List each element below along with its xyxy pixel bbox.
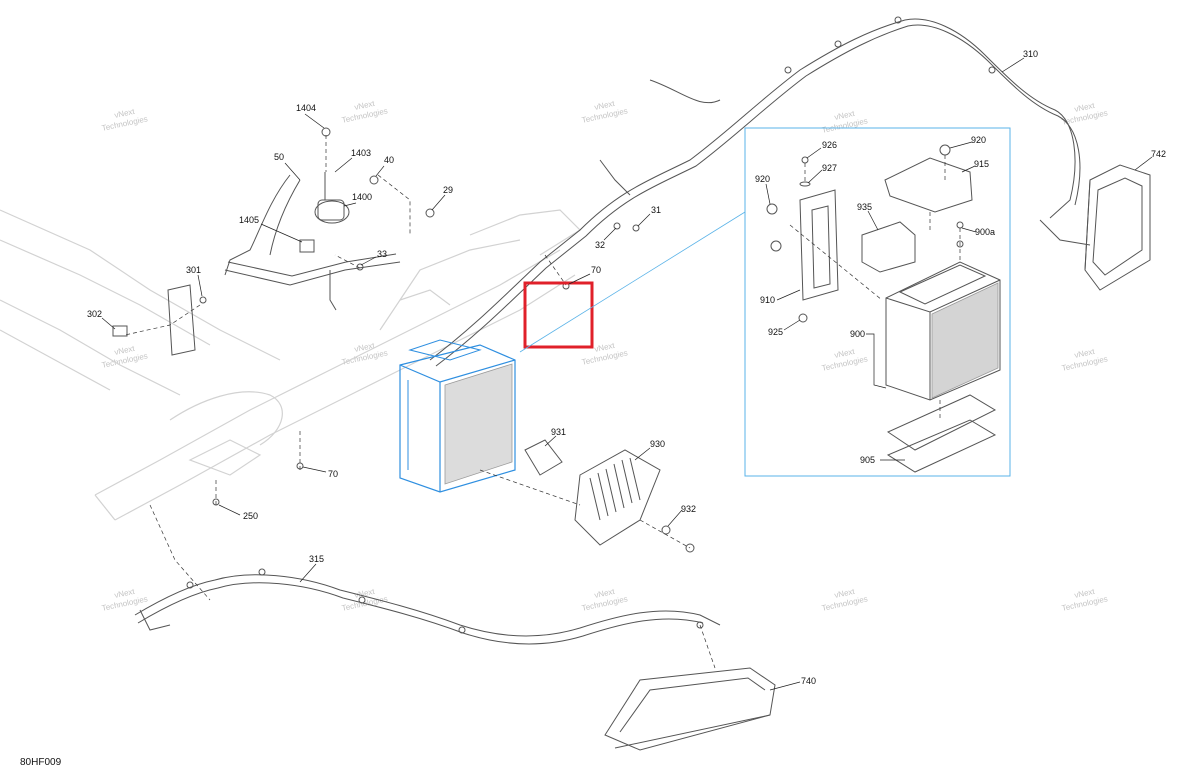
- figure-id: 80HF009: [20, 757, 62, 768]
- svg-text:vNext: vNext: [1074, 101, 1097, 114]
- harness-upper-left: [224, 127, 435, 311]
- lamp-740: [604, 667, 776, 751]
- callout-31: 31: [651, 205, 661, 215]
- svg-text:vNext: vNext: [354, 587, 377, 600]
- callout-927: 927: [822, 163, 837, 173]
- callout-1400: 1400: [352, 192, 372, 202]
- callout-926: 926: [822, 140, 837, 150]
- detail-parts: [766, 144, 1001, 473]
- callout-900: 900: [850, 329, 865, 339]
- callout-742: 742: [1151, 149, 1166, 159]
- assembly-lines: [124, 135, 716, 669]
- svg-text:vNext: vNext: [114, 344, 137, 357]
- callout-40: 40: [384, 155, 394, 165]
- callouts: 1404 1403 50 40 1400 1405 29 31 32 33 30…: [87, 49, 1166, 686]
- callout-310: 310: [1023, 49, 1038, 59]
- callout-930: 930: [650, 439, 665, 449]
- harness-lower: [134, 568, 721, 645]
- callout-29: 29: [443, 185, 453, 195]
- headlight-742: [1084, 164, 1151, 291]
- callout-250: 250: [243, 511, 258, 521]
- callout-935: 935: [857, 202, 872, 212]
- callout-910: 910: [760, 295, 775, 305]
- callout-915: 915: [974, 159, 989, 169]
- svg-text:vNext: vNext: [354, 341, 377, 354]
- harness-upper-right: [429, 16, 1091, 367]
- callout-920-left: 920: [755, 174, 770, 184]
- svg-text:vNext: vNext: [594, 99, 617, 112]
- callout-920-top: 920: [971, 135, 986, 145]
- callout-925: 925: [768, 327, 783, 337]
- callout-50: 50: [274, 152, 284, 162]
- callout-740: 740: [801, 676, 816, 686]
- callout-315: 315: [309, 554, 324, 564]
- battery-installed: [399, 339, 516, 493]
- detail-inset: [519, 127, 1011, 477]
- callout-932: 932: [681, 504, 696, 514]
- svg-text:vNext: vNext: [114, 107, 137, 120]
- svg-text:vNext: vNext: [594, 341, 617, 354]
- svg-text:vNext: vNext: [1074, 347, 1097, 360]
- svg-text:vNext: vNext: [354, 99, 377, 112]
- bracket-301-302: [112, 284, 207, 356]
- svg-text:vNext: vNext: [834, 347, 857, 360]
- callout-33: 33: [377, 249, 387, 259]
- callout-1405: 1405: [239, 215, 259, 225]
- callout-900a: 900a: [975, 227, 995, 237]
- svg-text:vNext: vNext: [834, 587, 857, 600]
- vehicle-frame: [0, 209, 581, 521]
- svg-text:vNext: vNext: [594, 587, 617, 600]
- svg-text:vNext: vNext: [114, 587, 137, 600]
- callout-931: 931: [551, 427, 566, 437]
- callout-70-top: 70: [591, 265, 601, 275]
- leader-lines: [101, 57, 1153, 691]
- callout-1404: 1404: [296, 103, 316, 113]
- regulator-930: [524, 439, 695, 553]
- callout-1403: 1403: [351, 148, 371, 158]
- highlight-box: [523, 281, 594, 349]
- callout-905: 905: [860, 455, 875, 465]
- callout-302: 302: [87, 309, 102, 319]
- svg-text:vNext: vNext: [834, 109, 857, 122]
- svg-text:vNext: vNext: [1074, 587, 1097, 600]
- small-fasteners: [212, 222, 640, 506]
- callout-301: 301: [186, 265, 201, 275]
- callout-70-bottom: 70: [328, 469, 338, 479]
- callout-32: 32: [595, 240, 605, 250]
